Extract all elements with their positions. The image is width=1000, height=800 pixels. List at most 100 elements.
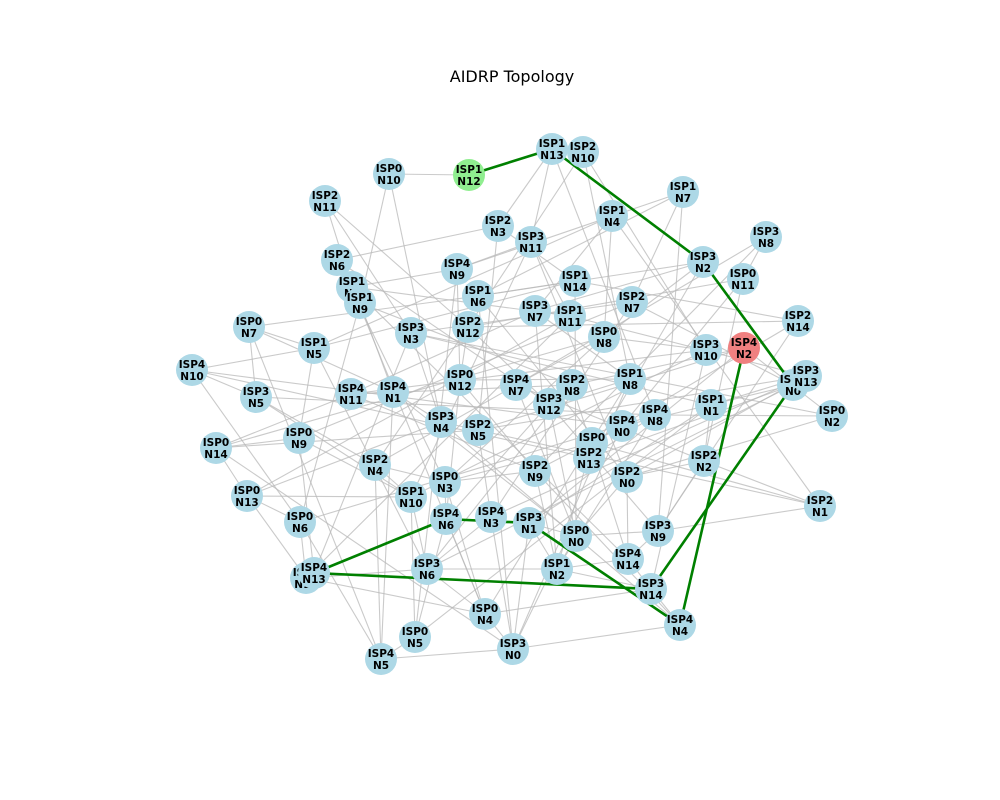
edge-isp2-n5-isp2-n1 <box>477 429 821 507</box>
edge-isp0-n2-isp2-n0 <box>626 415 833 478</box>
edge-isp0-n2-isp4-n8 <box>654 414 833 417</box>
node-label-node: N13 <box>577 459 600 471</box>
edge-isp3-n0-isp4-n5 <box>380 648 514 660</box>
node-label-node: N1 <box>703 406 719 418</box>
node-label-node: N7 <box>527 312 543 324</box>
edge-isp1-n11-isp0-n13 <box>246 315 571 497</box>
node-label-node: N9 <box>291 439 307 451</box>
node-label-node: N4 <box>433 423 449 435</box>
node-label-node: N9 <box>352 304 368 316</box>
edge-isp0-n7-isp4-n5 <box>248 326 382 660</box>
node-label-isp: ISP3 <box>414 558 440 570</box>
edge-isp0-n6-isp4-n5 <box>299 521 382 660</box>
node-label-isp: ISP1 <box>347 292 373 304</box>
edge-isp0-n12-isp2-n9 <box>459 379 536 472</box>
node-label-node: N13 <box>540 150 563 162</box>
node-circle <box>240 381 272 413</box>
node-label-isp: ISP3 <box>645 520 671 532</box>
edge-isp3-n10-isp4-n11 <box>350 349 707 395</box>
node-label-isp: ISP1 <box>301 337 327 349</box>
node-label-isp: ISP2 <box>465 419 491 431</box>
